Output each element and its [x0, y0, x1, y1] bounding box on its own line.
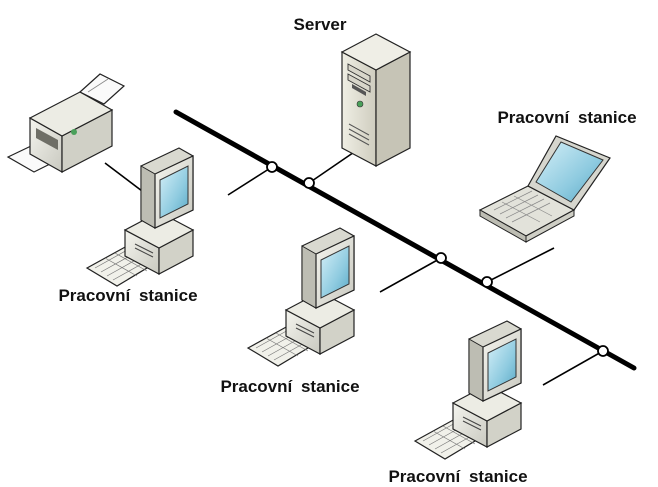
printer-icon [6, 73, 126, 174]
bus-connections [104, 145, 604, 386]
connection-workstation-1 [227, 166, 273, 196]
laptop-label: Pracovní stanice [497, 108, 636, 127]
connector-node [597, 345, 609, 357]
connector-node [481, 276, 493, 288]
network-bus-line [173, 109, 637, 371]
connection-workstation-3 [542, 350, 604, 386]
desktop-computer-icon [247, 227, 355, 367]
desktop-computer-icon [414, 320, 522, 460]
connection-workstation-2 [379, 257, 442, 293]
desktop-computer-icon [86, 147, 194, 287]
connector-node [266, 161, 278, 173]
server-icon [340, 33, 412, 167]
workstation-label: Pracovní stanice [388, 467, 527, 486]
connector-node [303, 177, 315, 189]
connector-node [435, 252, 447, 264]
workstation-label: Pracovní stanice [220, 377, 359, 396]
laptop-icon [478, 135, 611, 243]
connection-laptop [486, 247, 555, 283]
server-label: Server [294, 15, 347, 34]
bus-connector-nodes [266, 161, 609, 357]
workstation-label: Pracovní stanice [58, 286, 197, 305]
